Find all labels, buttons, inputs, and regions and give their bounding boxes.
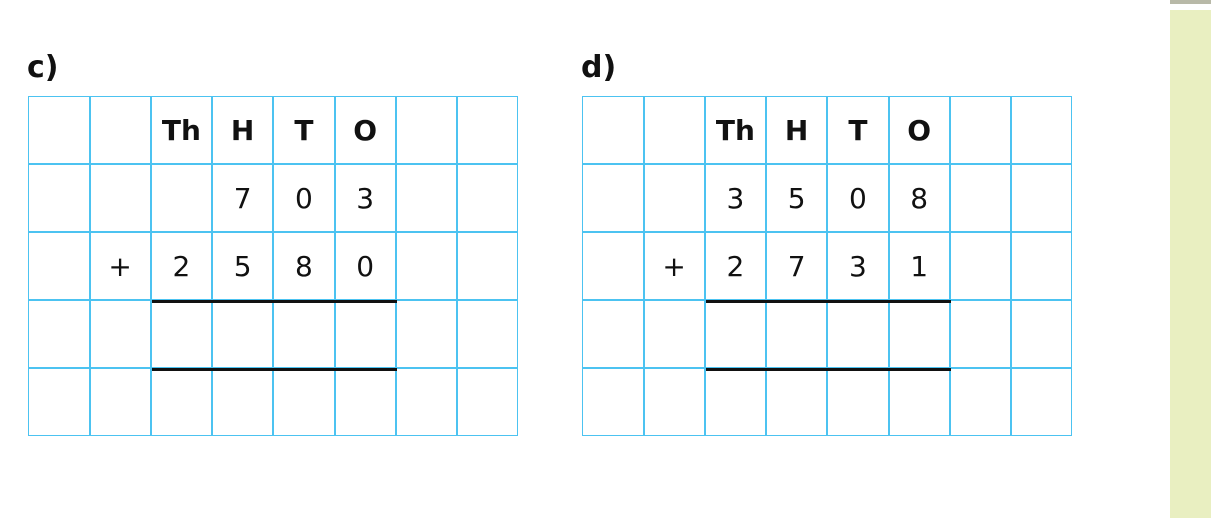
sum-line [705, 299, 951, 303]
answer-cell [643, 368, 705, 437]
digit-cell: 1 [888, 232, 950, 301]
answer-cell [457, 368, 519, 437]
answer-cell[interactable] [827, 368, 889, 437]
answer-line [705, 367, 951, 371]
answer-cell[interactable] [212, 300, 274, 369]
answer-cell [949, 368, 1011, 437]
answer-cell[interactable] [766, 368, 828, 437]
answer-cell [28, 96, 90, 165]
answer-cell [949, 96, 1011, 165]
answer-cell[interactable] [150, 368, 212, 437]
answer-cell[interactable] [212, 368, 274, 437]
place-value-header: H [766, 96, 828, 165]
digit-cell: + [89, 232, 151, 301]
answer-cell [457, 300, 519, 369]
answer-cell [643, 96, 705, 165]
answer-cell[interactable] [150, 300, 212, 369]
answer-cell [28, 368, 90, 437]
place-value-header: T [273, 96, 335, 165]
answer-cell [582, 164, 644, 233]
place-value-header: T [827, 96, 889, 165]
digit-cell: + [643, 232, 705, 301]
answer-cell [582, 368, 644, 437]
digit-cell: 8 [888, 164, 950, 233]
place-value-header: Th [150, 96, 212, 165]
answer-cell [395, 300, 457, 369]
answer-cell [28, 164, 90, 233]
answer-cell [28, 232, 90, 301]
place-value-header: H [212, 96, 274, 165]
answer-cell [457, 164, 519, 233]
answer-cell [89, 164, 151, 233]
place-value-header: O [334, 96, 396, 165]
answer-cell[interactable] [888, 368, 950, 437]
answer-cell[interactable] [704, 300, 766, 369]
answer-cell[interactable] [273, 300, 335, 369]
digit-cell: 0 [334, 232, 396, 301]
answer-cell [89, 300, 151, 369]
answer-cell [457, 232, 519, 301]
answer-cell [643, 164, 705, 233]
answer-cell [395, 96, 457, 165]
answer-cell[interactable] [334, 368, 396, 437]
digit-cell: 5 [766, 164, 828, 233]
answer-cell [89, 368, 151, 437]
answer-cell[interactable] [888, 300, 950, 369]
answer-cell [395, 164, 457, 233]
answer-cell[interactable] [334, 300, 396, 369]
answer-cell [457, 96, 519, 165]
side-panel-top-bar [1170, 0, 1211, 4]
answer-cell [1011, 96, 1073, 165]
answer-cell [395, 368, 457, 437]
answer-cell [395, 232, 457, 301]
answer-cell[interactable] [766, 300, 828, 369]
answer-cell [1011, 164, 1073, 233]
answer-cell [582, 96, 644, 165]
problem-d-label: d) [581, 50, 617, 85]
place-value-header: Th [704, 96, 766, 165]
digit-cell: 7 [766, 232, 828, 301]
answer-cell [949, 232, 1011, 301]
answer-cell [150, 164, 212, 233]
digit-cell: 7 [212, 164, 274, 233]
digit-cell: 3 [827, 232, 889, 301]
answer-cell[interactable] [827, 300, 889, 369]
answer-cell [582, 300, 644, 369]
answer-cell [1011, 300, 1073, 369]
digit-cell: 5 [212, 232, 274, 301]
digit-cell: 3 [334, 164, 396, 233]
place-value-header: O [888, 96, 950, 165]
answer-cell[interactable] [704, 368, 766, 437]
digit-cell: 3 [704, 164, 766, 233]
digit-cell: 0 [273, 164, 335, 233]
side-panel [1170, 0, 1211, 518]
answer-cell [28, 300, 90, 369]
answer-cell [949, 300, 1011, 369]
answer-cell [89, 96, 151, 165]
answer-cell [949, 164, 1011, 233]
answer-cell [582, 232, 644, 301]
answer-cell [1011, 368, 1073, 437]
digit-cell: 2 [704, 232, 766, 301]
digit-cell: 2 [150, 232, 212, 301]
sum-line [151, 299, 397, 303]
answer-cell[interactable] [273, 368, 335, 437]
digit-cell: 8 [273, 232, 335, 301]
answer-cell [1011, 232, 1073, 301]
digit-cell: 0 [827, 164, 889, 233]
problem-c-label: c) [27, 50, 59, 85]
side-panel-divider [1170, 4, 1211, 10]
answer-cell [643, 300, 705, 369]
answer-line [151, 367, 397, 371]
